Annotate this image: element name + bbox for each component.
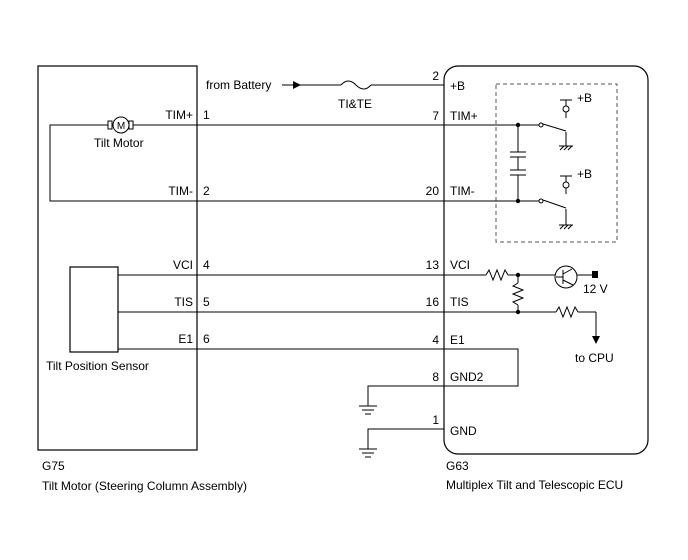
tilt-position-sensor-box [69,266,119,353]
gnd2-wire [367,385,444,406]
left-pin-number-2: 2 [203,184,210,198]
right-pin-signal-tim-minus: TIM- [450,184,475,198]
g63-name: Multiplex Tilt and Telescopic ECU [446,478,623,492]
ground-icon [359,448,377,458]
right-pin-signal-gnd2: GND2 [450,370,484,384]
junction-dot [515,309,521,315]
g75-component-box [37,65,198,451]
transistor-icon [554,265,578,289]
right-pin-signal-gnd: GND [450,424,477,438]
resistor-icon [485,268,509,282]
left-pin-signal-tim-minus: TIM- [168,184,193,198]
left-pin-signal-tim-plus: TIM+ [165,108,193,122]
right-pin-number-20: 20 [426,184,440,198]
right-pin-number-1: 1 [432,413,439,427]
supply-voltage-label: 12 V [583,282,608,296]
right-pin-signal-tis: TIS [450,295,469,309]
right-pin-signal-plus-b: +B [450,79,465,93]
left-pin-signal-tis: TIS [174,295,193,309]
left-pin-number-4: 4 [203,258,210,272]
tilt-position-sensor-label: Tilt Position Sensor [46,359,149,373]
e1-gnd2-internal-wire [444,348,519,387]
right-pin-number-16: 16 [426,295,440,309]
left-pin-signal-vci: VCI [173,258,193,272]
tilt-motor-label: Tilt Motor [94,136,144,150]
relay-switch-icon [538,175,573,230]
g75-code: G75 [42,459,65,473]
relay-supply-label-bottom: +B [577,167,592,181]
to-cpu-label: to CPU [575,351,614,365]
right-pin-number-7: 7 [432,109,439,123]
right-pin-number-4: 4 [432,333,439,347]
g63-code: G63 [446,459,469,473]
right-pin-number-2: 2 [432,69,439,83]
capacitor-icon [510,125,526,168]
left-pin-number-1: 1 [203,108,210,122]
relay-switch-icon [538,99,573,151]
left-pin-number-6: 6 [203,332,210,346]
left-pin-signal-e1: E1 [178,332,193,346]
left-pin-number-5: 5 [203,295,210,309]
from-battery-label: from Battery [206,78,271,92]
fuse-icon [340,80,372,90]
supply-terminal [592,271,598,278]
g63-component-box [443,65,649,455]
motor-driver-block [495,83,618,243]
g75-name: Tilt Motor (Steering Column Assembly) [42,479,247,493]
right-pin-signal-vci: VCI [450,258,470,272]
ground-icon [359,405,377,415]
resistor-icon [555,305,579,319]
tilt-motor-icon: M [104,116,197,134]
right-pin-number-8: 8 [432,370,439,384]
relay-supply-label-top: +B [577,91,592,105]
motor-loop-wire [49,124,197,202]
gnd-wire [367,428,444,449]
right-pin-number-13: 13 [426,258,440,272]
motor-symbol: M [117,121,125,132]
right-pin-signal-tim-plus: TIM+ [450,109,478,123]
fuse-label: TI&TE [338,97,372,111]
capacitor-icon [510,168,526,201]
resistor-icon [511,282,525,306]
right-pin-signal-e1: E1 [450,333,465,347]
